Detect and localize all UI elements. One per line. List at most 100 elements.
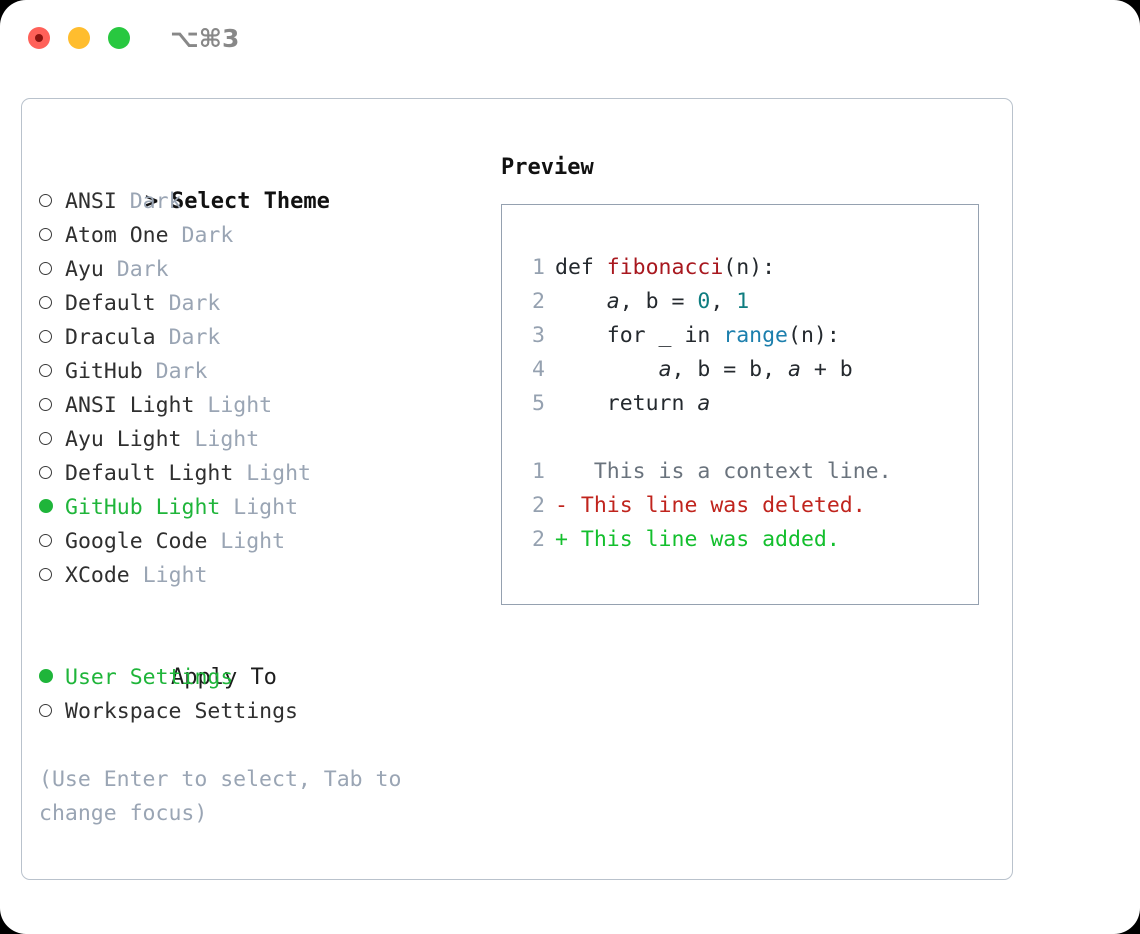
theme-list-item[interactable]: Google Code Light xyxy=(39,525,479,559)
code-token: range xyxy=(723,323,789,348)
code-token: , b = b, xyxy=(671,357,789,382)
theme-radio xyxy=(39,287,65,321)
code-line: 1 def fibonacci(n): xyxy=(523,251,892,285)
code-diff-gap xyxy=(523,421,892,455)
theme-list-item[interactable]: Default Dark xyxy=(39,287,479,321)
theme-category-label: Light xyxy=(207,393,273,418)
code-token: , b = xyxy=(619,289,698,314)
theme-list-item[interactable]: Atom One Dark xyxy=(39,219,479,253)
select-theme-heading: >Select Theme xyxy=(39,151,479,214)
theme-category-label: Light xyxy=(246,461,311,486)
radio-selected-icon xyxy=(39,669,53,683)
theme-name-label: Atom One xyxy=(65,223,169,248)
code-token: a xyxy=(697,391,711,416)
radio-empty-icon xyxy=(39,330,52,343)
minimize-button[interactable] xyxy=(68,27,90,49)
caret-icon: > xyxy=(144,189,159,214)
theme-list-item[interactable]: GitHub Light Light xyxy=(39,491,479,525)
theme-list-item[interactable]: Ayu Dark xyxy=(39,253,479,287)
theme-category-label: Dark xyxy=(168,325,221,350)
radio-empty-icon xyxy=(39,568,52,581)
theme-list-item[interactable]: GitHub Dark xyxy=(39,355,479,389)
theme-category-label: Dark xyxy=(116,257,169,282)
code-token: a xyxy=(606,289,620,314)
space xyxy=(220,495,233,520)
diff-line: 2+ This line was added. xyxy=(523,523,892,557)
space xyxy=(156,325,169,350)
diff-text: This line was deleted. xyxy=(567,493,866,518)
theme-category-label: Dark xyxy=(155,359,208,384)
theme-radio xyxy=(39,321,65,355)
theme-name-label: Google Code xyxy=(65,529,208,554)
code-token: def xyxy=(555,255,607,280)
close-button[interactable] xyxy=(28,27,50,49)
list-spacer xyxy=(39,593,479,627)
theme-name-label: GitHub xyxy=(65,359,143,384)
theme-radio xyxy=(39,457,65,491)
theme-list-item[interactable]: Ayu Light Light xyxy=(39,423,479,457)
theme-name-label: Dracula xyxy=(65,325,156,350)
theme-name-label: ANSI xyxy=(65,189,117,214)
code-token: fibonacci xyxy=(606,255,724,280)
theme-radio xyxy=(39,525,65,559)
theme-category-label: Dark xyxy=(168,291,221,316)
diff-line-number: 2 xyxy=(532,493,545,518)
code-token: return xyxy=(555,391,698,416)
zoom-button[interactable] xyxy=(108,27,130,49)
radio-empty-icon xyxy=(39,194,52,207)
theme-list-item[interactable]: ANSI Light Light xyxy=(39,389,479,423)
space xyxy=(156,291,169,316)
code-line: 3 for _ in range(n): xyxy=(523,319,892,353)
theme-list-item[interactable]: ANSI Dark xyxy=(39,185,479,219)
space xyxy=(130,563,143,588)
apply-to-option-label: User Settings xyxy=(65,665,234,690)
theme-radio xyxy=(39,491,65,525)
theme-name-label: Ayu xyxy=(65,257,104,282)
apply-to-option[interactable]: Workspace Settings xyxy=(39,695,479,729)
theme-name-label: Ayu Light xyxy=(65,427,182,452)
theme-list-item[interactable]: Dracula Dark xyxy=(39,321,479,355)
radio-empty-icon xyxy=(39,398,52,411)
code-token: for _ in xyxy=(555,323,724,348)
apply-to-option-label: Workspace Settings xyxy=(65,699,298,724)
theme-name-label: GitHub Light xyxy=(65,495,221,520)
theme-name-label: XCode xyxy=(65,563,130,588)
radio-empty-icon xyxy=(39,364,52,377)
theme-list-item[interactable]: Default Light Light xyxy=(39,457,479,491)
space xyxy=(143,359,156,384)
apply-to-option[interactable]: User Settings xyxy=(39,661,479,695)
code-line-number: 1 xyxy=(532,255,545,280)
radio-selected-icon xyxy=(39,499,53,513)
code-line-number: 5 xyxy=(532,391,545,416)
code-token: , xyxy=(710,289,737,314)
theme-category-label: Light xyxy=(194,427,260,452)
diff-line: 2- This line was deleted. xyxy=(523,489,892,523)
code-token: (n): xyxy=(723,255,776,280)
theme-list-item[interactable]: XCode Light xyxy=(39,559,479,593)
code-line-number: 2 xyxy=(532,289,545,314)
code-line-number: 4 xyxy=(532,357,545,382)
diff-line-number: 2 xyxy=(532,527,545,552)
code-token: a xyxy=(788,357,801,382)
radio-empty-icon xyxy=(39,228,52,241)
space xyxy=(182,427,195,452)
space xyxy=(194,393,207,418)
close-icon xyxy=(35,34,43,42)
code-token: a xyxy=(658,357,672,382)
theme-category-label: Dark xyxy=(181,223,234,248)
radio-empty-icon xyxy=(39,296,52,309)
diff-text: This is a context line. xyxy=(567,459,892,484)
theme-radio xyxy=(39,185,65,219)
diff-sign: + xyxy=(555,527,568,552)
code-token: 0 xyxy=(697,289,711,314)
apply-to-heading: Apply To xyxy=(39,627,479,690)
theme-name-label: Default xyxy=(65,291,156,316)
theme-category-label: Light xyxy=(220,529,286,554)
code-token xyxy=(555,357,659,382)
